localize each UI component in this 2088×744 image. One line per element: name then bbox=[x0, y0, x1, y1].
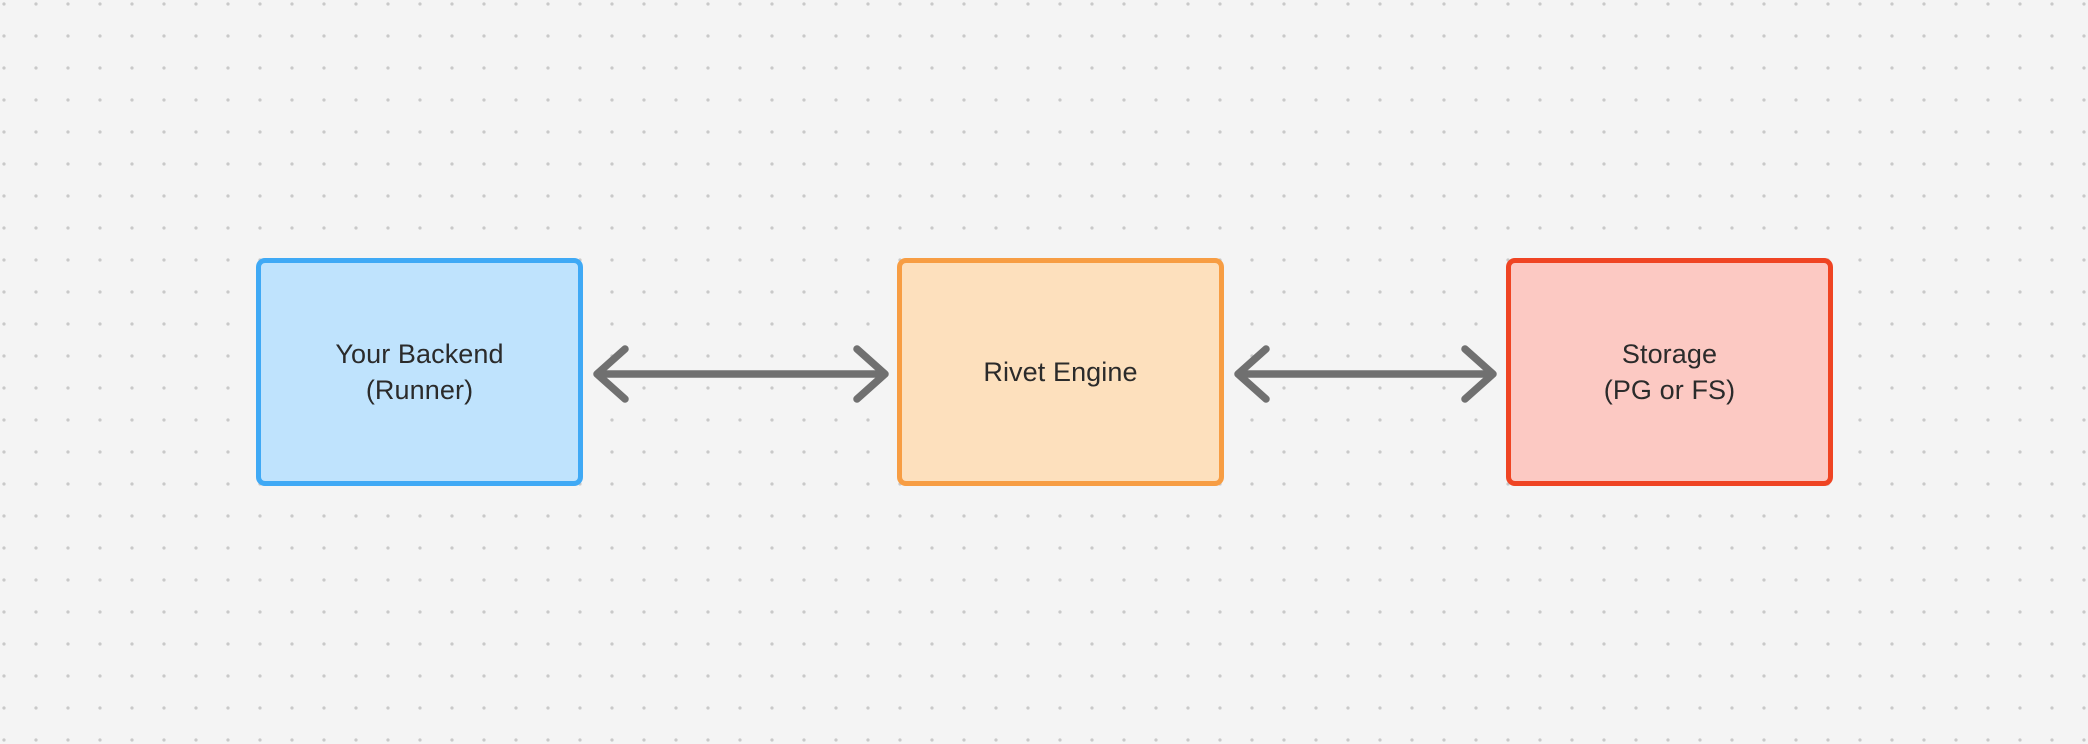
node-your-backend-label-line2: (Runner) bbox=[365, 375, 474, 405]
edge-backend-engine-arrowhead-right bbox=[853, 345, 889, 403]
node-your-backend[interactable]: Your Backend (Runner) bbox=[256, 258, 583, 486]
node-rivet-engine-label-line1: Rivet Engine bbox=[983, 357, 1138, 387]
node-rivet-engine[interactable]: Rivet Engine bbox=[897, 258, 1224, 486]
edge-backend-engine-arrowhead-left bbox=[593, 345, 629, 403]
node-storage-label-line2: (PG or FS) bbox=[1603, 375, 1736, 405]
edge-backend-engine[interactable] bbox=[593, 345, 889, 403]
node-your-backend-label-line1: Your Backend bbox=[335, 339, 504, 369]
edge-engine-storage-arrowhead-left bbox=[1234, 345, 1270, 403]
edge-engine-storage-arrowhead-right bbox=[1461, 345, 1497, 403]
node-storage-label-line1: Storage bbox=[1621, 339, 1718, 369]
node-storage[interactable]: Storage (PG or FS) bbox=[1506, 258, 1833, 486]
edge-engine-storage[interactable] bbox=[1234, 345, 1497, 403]
